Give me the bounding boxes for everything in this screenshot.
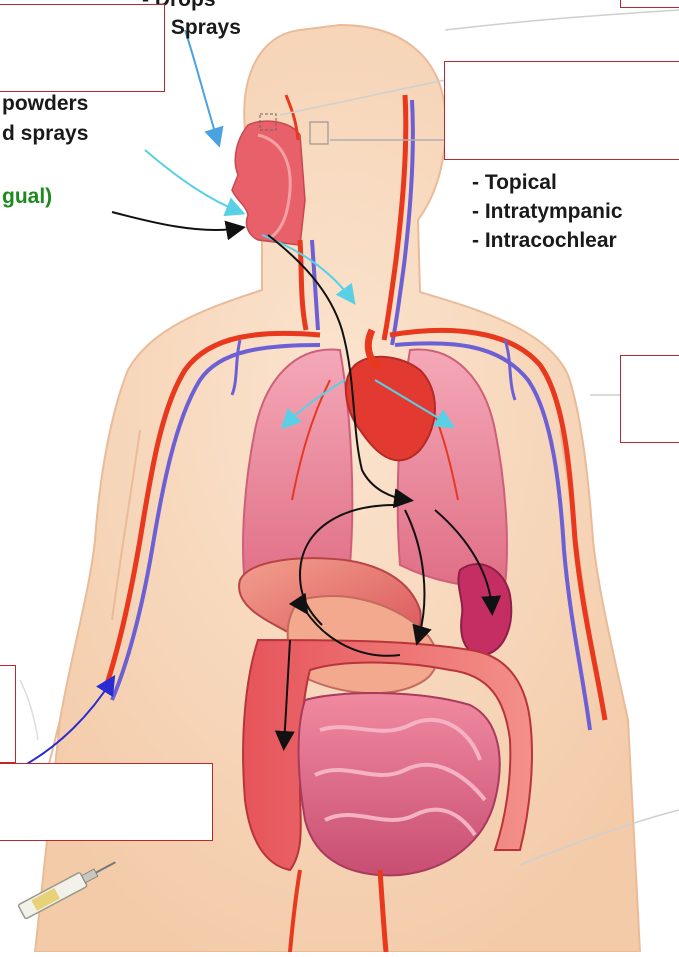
label-powders: powders [2,92,88,116]
label-sprays: - Sprays [158,16,241,40]
label-d-sprays: d sprays [2,122,88,146]
label-intratympanic: - Intratympanic [472,200,623,224]
blank-box-right-arm[interactable] [620,355,679,443]
blank-box-top-left[interactable] [0,4,165,92]
label-intracochlear: - Intracochlear [472,229,617,253]
blank-box-bottom-left[interactable] [0,763,213,841]
label-topical: - Topical [472,171,557,195]
blank-box-top-right[interactable] [620,0,679,8]
label-sublingual: gual) [2,185,52,209]
blank-box-ear[interactable] [444,61,679,160]
blank-box-left-arm[interactable] [0,665,16,763]
